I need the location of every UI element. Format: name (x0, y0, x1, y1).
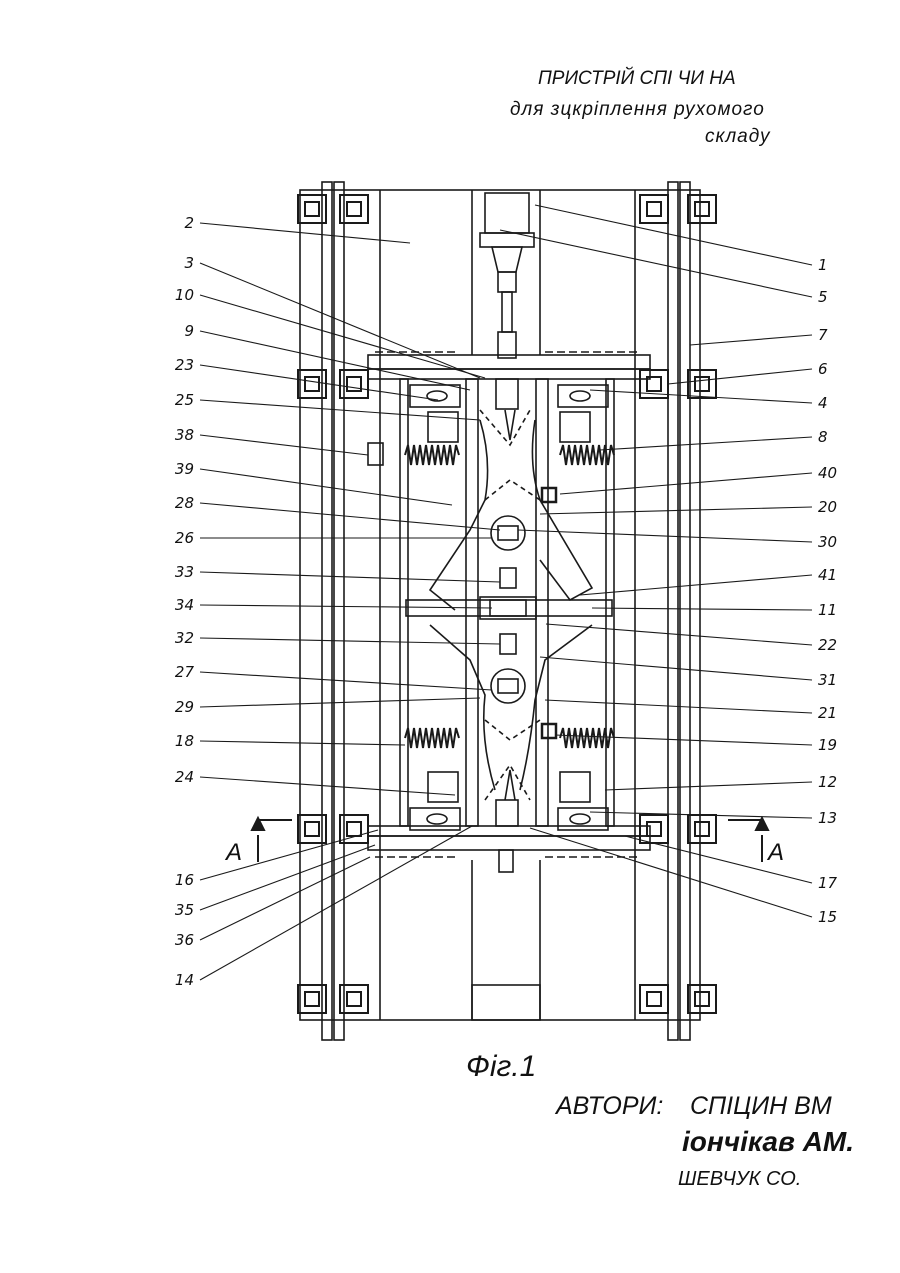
callout-label: 33 (175, 563, 194, 581)
leader-line (540, 507, 812, 514)
leader-line (555, 735, 812, 745)
callout-label: 25 (175, 391, 194, 409)
callout-label: 23 (175, 356, 194, 374)
callout-label: 30 (818, 533, 837, 551)
callout-label: 11 (818, 601, 837, 619)
callout-label: 2 (184, 214, 194, 232)
leader-line (500, 230, 812, 297)
callout-label: 1 (818, 256, 828, 274)
callout-label: 15 (818, 908, 837, 926)
frame-body (300, 190, 700, 1020)
callout-label: 18 (175, 732, 194, 750)
leader-line (540, 657, 812, 680)
callout-label: 4 (818, 394, 828, 412)
leader-line (200, 672, 492, 690)
callout-label: 21 (818, 704, 837, 722)
leader-line (535, 205, 812, 265)
callout-label: 10 (175, 286, 194, 304)
leader-line (590, 812, 812, 818)
callout-label: 8 (818, 428, 828, 446)
callout-label: 31 (818, 671, 837, 689)
callout-label: 3 (184, 254, 194, 272)
leader-line (605, 782, 812, 790)
authors-label: АВТОРИ: (556, 1092, 663, 1121)
leader-line (200, 572, 500, 582)
author-name: ШЕВЧУК СО. (678, 1168, 801, 1191)
callout-label: 6 (818, 360, 828, 378)
leader-line (200, 435, 368, 455)
callout-label: 35 (175, 901, 194, 919)
leader-line (200, 331, 470, 390)
section-mark-left: A (224, 839, 242, 866)
top-drive-assembly (480, 193, 534, 358)
leader-line (200, 638, 500, 644)
callout-label: 14 (175, 971, 194, 989)
leader-line (200, 469, 452, 505)
author-name: СПІЦИН ВМ (690, 1092, 832, 1121)
leader-line (200, 741, 405, 745)
leader-line (600, 437, 812, 450)
leader-line (200, 777, 455, 795)
leader-line (200, 295, 485, 378)
callout-label: 39 (175, 460, 194, 478)
leader-line (200, 223, 410, 243)
callout-label: 20 (818, 498, 837, 516)
leader-line (690, 335, 812, 345)
crossbar-11 (406, 597, 612, 619)
leader-line (200, 263, 480, 378)
figure-caption: Фіг.1 (466, 1050, 536, 1084)
rail-clamps (298, 195, 716, 1013)
leader-line (592, 608, 812, 610)
callout-label: 29 (175, 698, 194, 716)
callout-label: 5 (818, 288, 828, 306)
callout-label: 9 (184, 322, 194, 340)
section-mark-right: A (766, 839, 784, 866)
callout-label: 28 (175, 494, 194, 512)
callout-label: 41 (818, 566, 837, 584)
callout-label: 27 (175, 663, 195, 681)
callout-label: 38 (175, 426, 194, 444)
callout-label: 24 (175, 768, 194, 786)
callout-label: 12 (818, 773, 837, 791)
callout-label: 13 (818, 809, 837, 827)
author-name: іончікав АМ. (682, 1126, 854, 1158)
bottom-plate (368, 826, 650, 872)
callout-label: 7 (818, 326, 828, 344)
callout-label: 32 (175, 629, 194, 647)
callout-label: 40 (818, 464, 837, 482)
callout-label: 22 (818, 636, 837, 654)
leader-lines (200, 205, 812, 980)
leader-line (200, 698, 480, 707)
leader-line (200, 400, 480, 420)
callout-label: 17 (818, 874, 838, 892)
callout-label: 16 (175, 871, 194, 889)
leader-line (546, 624, 812, 645)
leader-line (200, 503, 500, 530)
callout-label: 36 (175, 931, 194, 949)
callout-label: 34 (175, 596, 194, 614)
callout-label: 26 (175, 529, 194, 547)
leader-line (560, 473, 812, 494)
callout-label: 19 (818, 736, 837, 754)
